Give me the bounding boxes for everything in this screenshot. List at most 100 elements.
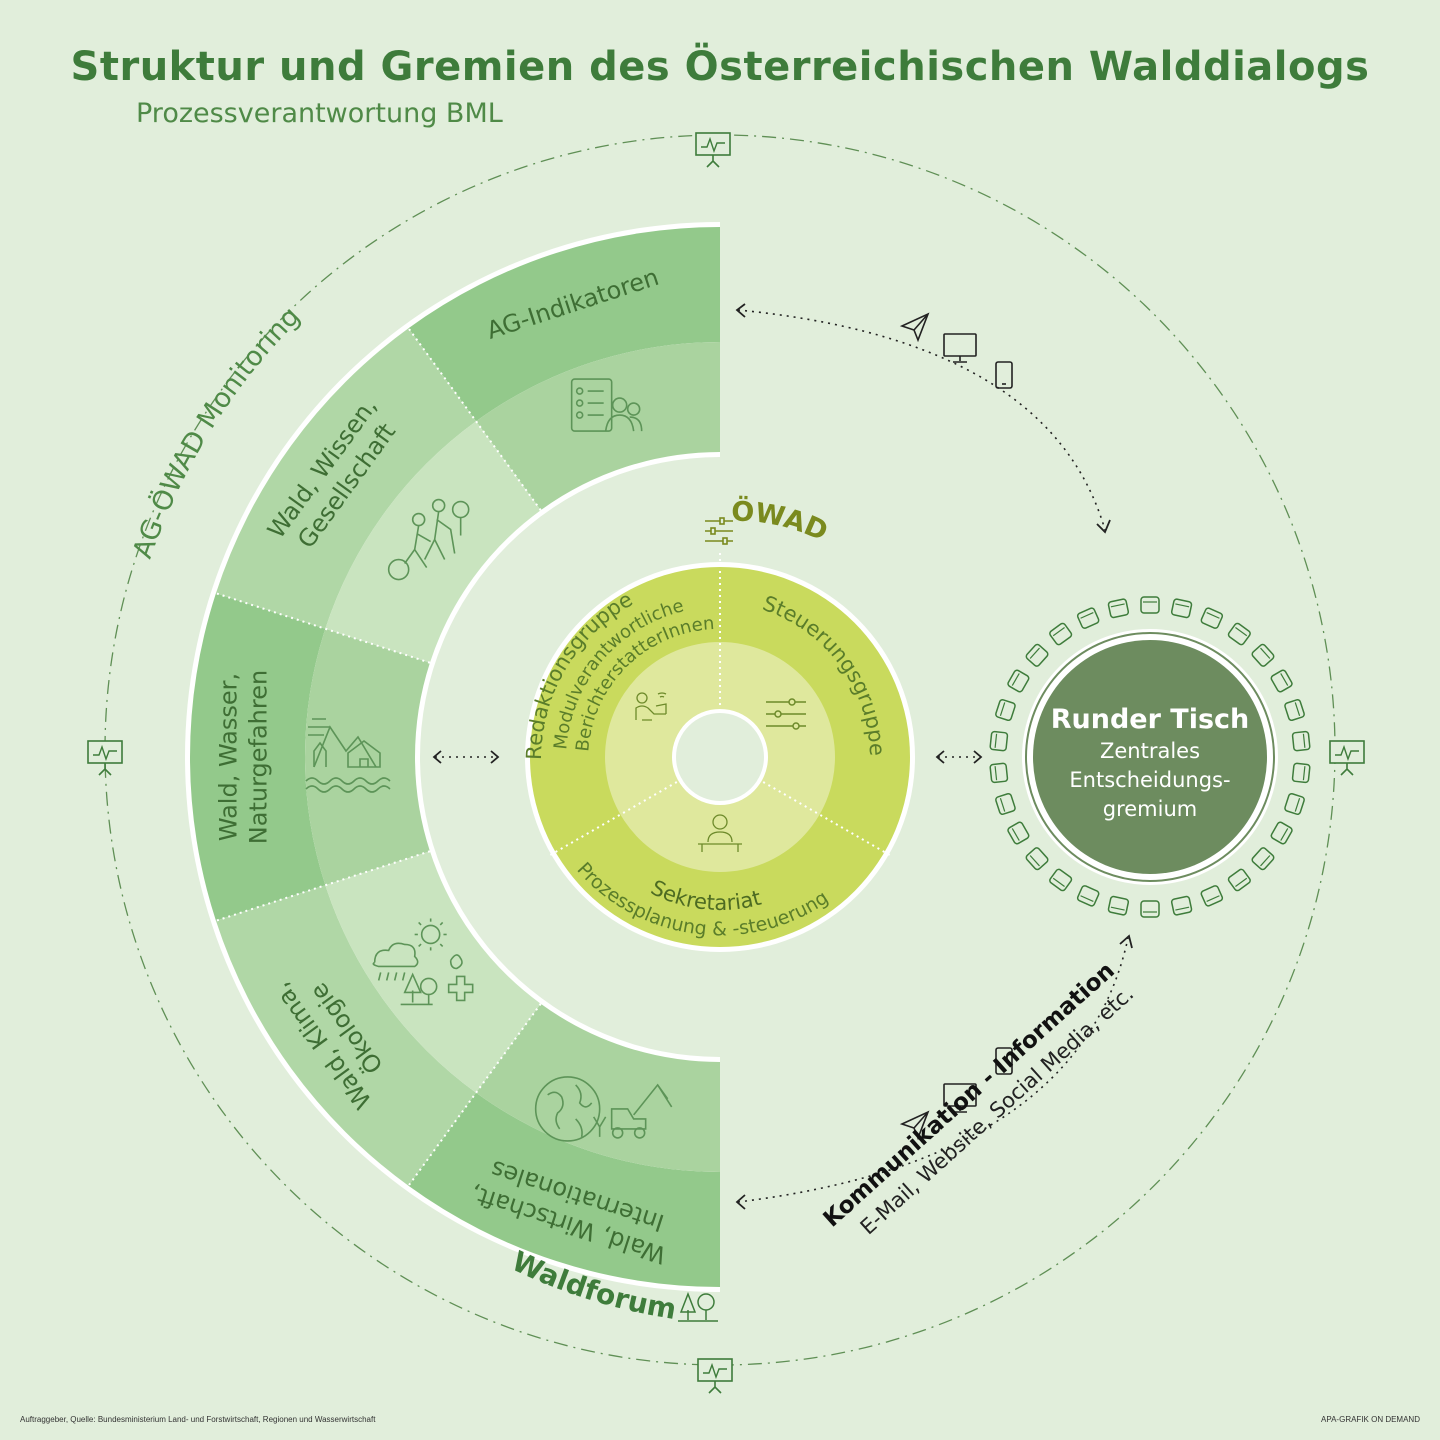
- seat-icon: [1251, 847, 1275, 871]
- runder-tisch-group: Runder Tisch Zentrales Entscheidungs- gr…: [989, 596, 1311, 918]
- seat-icon: [1291, 762, 1311, 784]
- waldforum-sector-outer: [215, 885, 477, 1186]
- round-table-seats: [989, 596, 1311, 918]
- paper-plane-icon: [899, 1110, 930, 1141]
- seat-icon: [1251, 643, 1275, 667]
- page-subtitle: Prozessverantwortung BML: [136, 98, 503, 129]
- page-title: Struktur und Gremien des Österreichische…: [70, 44, 1370, 90]
- smartphone-icon: [995, 1047, 1013, 1075]
- seat-icon: [1049, 622, 1073, 646]
- waldforum-divider: [215, 592, 431, 664]
- wind-mountain-house-icon: [305, 718, 391, 793]
- arrowhead: [1096, 519, 1111, 534]
- arrowhead: [935, 750, 945, 764]
- waldforum-divider: [407, 327, 542, 511]
- seat-icon: [1076, 607, 1100, 629]
- sector-label-line: Wald, Wasser,: [215, 673, 243, 841]
- seat-icon: [1025, 847, 1049, 871]
- connector-arrows: [435, 309, 1129, 1203]
- seat-icon: [1227, 622, 1251, 646]
- seat-icon: [1270, 821, 1293, 845]
- sector-label-line: Naturgefahren: [245, 670, 273, 844]
- secretary-icon: [698, 814, 742, 852]
- footer-credit: APA-GRAFIK ON DEMAND: [1321, 1415, 1420, 1424]
- arrowhead: [735, 303, 746, 318]
- sliders-icon: [766, 698, 806, 730]
- smartphone-icon: [995, 361, 1013, 389]
- seat-icon: [1170, 598, 1193, 619]
- seat-icon: [1025, 643, 1049, 667]
- presentation-board-icon: [697, 1358, 733, 1394]
- seat-icon: [1284, 699, 1305, 722]
- round-table-title: Runder Tisch: [1051, 704, 1250, 735]
- comm-icons-top: [899, 312, 1013, 389]
- waldforum-sector-outer: [190, 593, 326, 921]
- seat-icon: [1200, 885, 1224, 907]
- paper-plane-icon: [899, 312, 930, 343]
- round-table: [1033, 640, 1267, 874]
- presentation-board-icon: [1329, 740, 1365, 776]
- round-table-ring: [1025, 632, 1275, 882]
- footer-source: Auftraggeber, Quelle: Bundesministerium …: [20, 1415, 376, 1424]
- checklist-people-icon: [570, 378, 643, 432]
- seat-icon: [1170, 895, 1193, 916]
- globe-excavator-icon: [534, 1076, 673, 1142]
- presentation-board-icon: [87, 740, 123, 776]
- person-laptop-icon: [635, 692, 667, 721]
- comm-icons-bottom: [899, 1047, 1013, 1141]
- arrow-heads: [432, 303, 1133, 1210]
- kommunikation-title: Kommunikation - Information: [819, 958, 1120, 1233]
- seat-icon: [989, 762, 1009, 784]
- seat-icon: [1007, 821, 1030, 845]
- trees-icon: [678, 1291, 718, 1322]
- arrow-top-path: [737, 309, 1106, 531]
- seat-icon: [1049, 868, 1073, 892]
- kommunikation-sub: E-Mail, Website, Social Media, etc.: [856, 981, 1139, 1239]
- arrowhead: [490, 750, 500, 764]
- arrowhead: [973, 750, 983, 764]
- seat-icon: [995, 792, 1016, 815]
- waldforum-sector-outer: [408, 227, 720, 422]
- seat-icon: [1076, 885, 1100, 907]
- seat-icon: [989, 730, 1009, 752]
- monitoring-icons: [87, 132, 1365, 1394]
- seat-icon: [1200, 607, 1224, 629]
- monitor-icon: [943, 333, 977, 363]
- seat-icon: [1270, 669, 1293, 693]
- waldforum-sector-label: Wald, Wasser,Naturgefahren: [215, 670, 273, 844]
- seat-icon: [1227, 868, 1251, 892]
- owad-group: Redaktionsgruppe Modulverantwortliche Be…: [522, 553, 915, 952]
- seat-icon: [1007, 669, 1030, 693]
- waldforum-sector-outer: [215, 328, 477, 629]
- arrowhead: [735, 1194, 746, 1210]
- kommunikation-group: Kommunikation - Information E-Mail, Webs…: [819, 958, 1139, 1240]
- owad-divider-right: [757, 778, 894, 858]
- arrowhead: [1119, 934, 1133, 949]
- owad-core: [676, 713, 764, 801]
- waldforum-sector-inner: [325, 851, 541, 1093]
- waldforum-divider: [407, 1003, 542, 1187]
- owad-sliders-icon: [705, 517, 733, 545]
- hiking-people-icon: [387, 498, 470, 581]
- seat-icon: [1107, 895, 1130, 916]
- waldforum-sector-outer: [408, 1092, 720, 1287]
- owad-divider-left: [546, 778, 683, 858]
- seat-icon: [1284, 792, 1305, 815]
- monitor-icon: [943, 1083, 977, 1113]
- seat-icon: [1107, 598, 1130, 619]
- owad-label: ÖWAD: [731, 494, 833, 547]
- seat-icon: [995, 699, 1016, 722]
- weather-tree-health-icon: [372, 918, 474, 1006]
- waldforum-divider: [215, 850, 431, 922]
- seat-icon: [1140, 900, 1160, 918]
- round-table-line1: Zentrales: [1100, 739, 1200, 763]
- arrowhead: [432, 750, 442, 764]
- waldforum-sector-inner: [476, 1003, 720, 1172]
- seat-icon: [1140, 596, 1160, 614]
- round-table-line2: Entscheidungs-: [1069, 768, 1230, 792]
- waldforum-sector-inner: [305, 628, 430, 886]
- waldforum-sector-inner: [476, 342, 720, 511]
- round-table-line3: gremium: [1103, 797, 1197, 821]
